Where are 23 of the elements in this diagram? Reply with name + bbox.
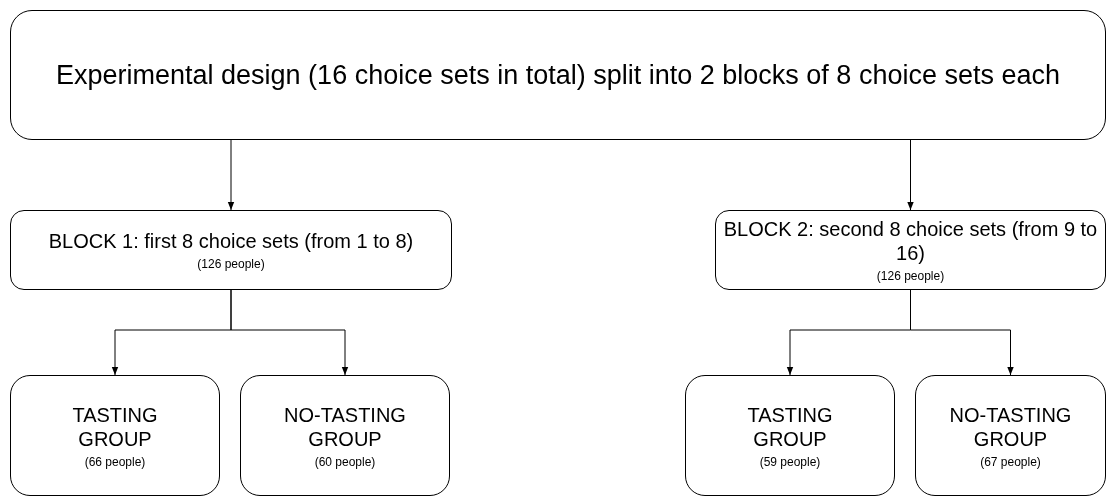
box-heading: Experimental design (16 choice sets in total) split into 2 blocks of 8 choice sets each [56, 58, 1060, 92]
title-box [10, 10, 1106, 140]
group-box [915, 375, 1106, 496]
box-heading: BLOCK 2: second 8 choice sets (from 9 to 16) [722, 217, 1099, 265]
participant-count: (59 people) [759, 454, 821, 469]
box-heading: BLOCK 1: first 8 choice sets (from 1 to 8) [48, 229, 414, 253]
group-box [10, 375, 220, 496]
participant-count: (67 people) [980, 454, 1041, 469]
box-heading: NO-TASTING GROUP [283, 402, 407, 451]
participant-count: (126 people) [197, 257, 265, 271]
participant-count: (66 people) [84, 454, 146, 469]
arrow [907, 139, 914, 211]
box-heading: TASTING GROUP [71, 402, 159, 451]
box-heading: NO-TASTING GROUP [948, 402, 1073, 451]
participant-count: (60 people) [314, 454, 376, 469]
group-box [240, 375, 450, 496]
group-box [685, 375, 895, 496]
box-heading: TASTING GROUP [746, 402, 834, 451]
block-box [10, 210, 452, 290]
arrow [230, 289, 349, 376]
block-box [715, 210, 1106, 290]
participant-count: (126 people) [876, 269, 945, 283]
arrow [227, 139, 235, 211]
